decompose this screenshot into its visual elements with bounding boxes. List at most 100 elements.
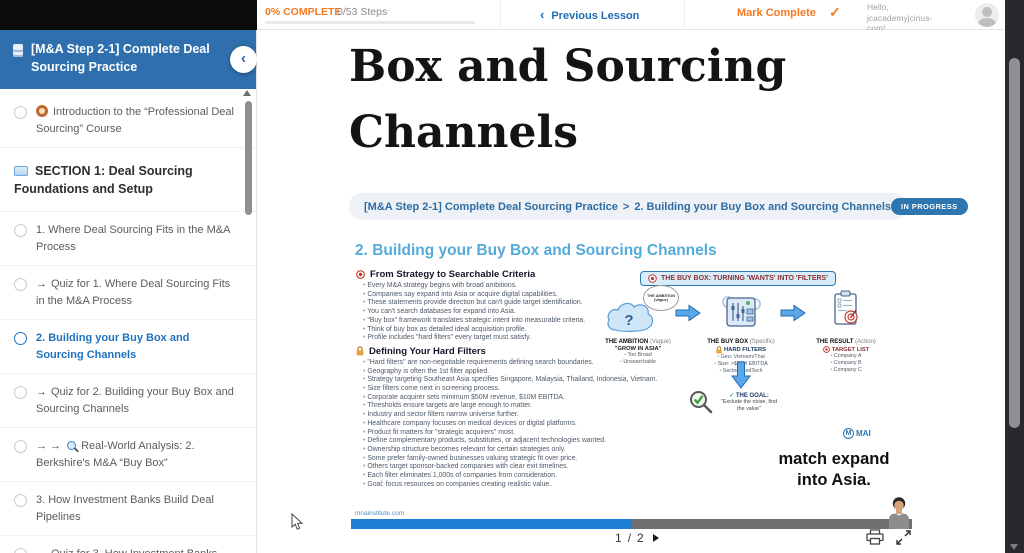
slide-bullet: Define complementary products, substitut… <box>363 437 692 446</box>
print-icon[interactable] <box>866 529 884 545</box>
lesson-label: 1. Where Deal Sourcing Fits in the M&A P… <box>36 224 230 253</box>
mai-logo-text: MAI <box>856 429 871 438</box>
slide-bullet: Ownership structure becomes relevant for… <box>363 446 692 455</box>
sidebar-collapse-button[interactable]: ‹ <box>230 46 257 73</box>
target-icon <box>822 346 830 353</box>
sidebar-item-lesson[interactable]: → →Real-World Analysis: 2. Berkshire's M… <box>0 428 256 483</box>
slide-bullet: Others target sponsor-backed companies w… <box>363 463 692 472</box>
course-progress-bar <box>265 21 475 24</box>
progress-circle-icon <box>14 548 27 553</box>
slide-bullet: Product fit matters for "strategic acqui… <box>363 429 692 438</box>
course-progress-percent: 0% COMPLETE <box>265 6 342 18</box>
arrow-right-icon <box>780 304 806 322</box>
lock-icon <box>356 346 364 356</box>
sidebar-item-lesson[interactable]: 1. Where Deal Sourcing Fits in the M&A P… <box>0 212 256 267</box>
sidebar-scrollbar-thumb[interactable] <box>245 101 252 215</box>
ambition-quote: "GROW IN ASIA" <box>614 346 662 352</box>
course-sidebar: [M&A Step 2-1] Complete Deal Sourcing Pr… <box>0 30 257 553</box>
sidebar-item-lesson[interactable]: →Quiz for 1. Where Deal Sourcing Fits in… <box>0 266 256 321</box>
user-greeting: Hello, jcacademyjcinus- com! <box>867 2 933 34</box>
avatar-body-icon <box>978 18 996 27</box>
next-page-icon[interactable] <box>652 534 659 542</box>
breadcrumb-lesson-link[interactable]: 2. Building your Buy Box and Sourcing Ch… <box>634 200 892 213</box>
slide-bullet: Industry and sector filters narrow unive… <box>363 411 692 420</box>
lesson-label: →Quiz for 2. Building your Buy Box and S… <box>36 386 234 415</box>
check-icon[interactable]: ✓ <box>829 4 841 20</box>
course-title: [M&A Step 2-1] Complete Deal Sourcing Pr… <box>31 42 210 74</box>
diagram-header-label: THE BUY BOX: TURNING 'WANTS' INTO 'FILTE… <box>661 275 828 282</box>
scroll-down-icon[interactable] <box>1010 544 1018 550</box>
arrow-down-icon <box>731 361 751 389</box>
topbar-divider <box>500 0 501 30</box>
filter-machine-icon <box>722 296 761 327</box>
presenter-webcam-overlay <box>889 497 909 529</box>
mai-logo-icon: M <box>843 428 854 439</box>
fullscreen-icon[interactable] <box>896 530 911 545</box>
avatar[interactable] <box>975 3 999 27</box>
video-progress-bar[interactable] <box>351 519 912 529</box>
lesson-label: 3. How Investment Banks Build Deal Pipel… <box>36 494 214 523</box>
lesson-label: →Quiz for 1. Where Deal Sourcing Fits in… <box>36 278 231 307</box>
lesson-label: →Quiz for 3. How Investment Banks Build … <box>36 546 234 553</box>
course-topbar: 0% COMPLETE 0/53 Steps ‹Previous Lesson … <box>257 0 1005 33</box>
breadcrumb-separator: > <box>622 200 630 213</box>
slide-bullet: Think of buy box as detailed ideal acqui… <box>363 326 692 335</box>
slide-section-heading: Defining Your Hard Filters <box>356 346 692 357</box>
video-chrome-corner <box>0 0 257 30</box>
breadcrumb-course-link[interactable]: [M&A Step 2-1] Complete Deal Sourcing Pr… <box>364 200 618 213</box>
sidebar-scroll-up-icon[interactable] <box>243 90 251 96</box>
progress-circle-icon <box>14 440 27 454</box>
lesson-content: Box and Sourcing Channels [M&A Step 2-1]… <box>257 30 1005 553</box>
mouse-cursor <box>291 513 304 530</box>
sidebar-item-lesson[interactable]: →Quiz for 3. How Investment Banks Build … <box>0 536 256 553</box>
diagram-stage-ambition: THE AMBITION (Vague) ? THE AMBITION (Vag… <box>595 285 681 366</box>
mai-logo: M MAI <box>843 428 871 439</box>
document-icon <box>13 44 23 57</box>
slide-bullet: "Hard filters" are non-negotiable requir… <box>363 359 692 368</box>
breadcrumb: [M&A Step 2-1] Complete Deal Sourcing Pr… <box>349 193 968 220</box>
mark-complete-button[interactable]: Mark Complete <box>737 7 816 19</box>
slide-title: 2. Building your Buy Box and Sourcing Ch… <box>355 242 717 259</box>
slide-bullet: Profile includes "hard filters" every ta… <box>363 334 692 343</box>
slide-bullet: Companies say expand into Asia or acquir… <box>363 291 692 300</box>
status-badge: IN PROGRESS <box>891 198 968 215</box>
arrow-right-icon: → → <box>36 440 62 453</box>
slide-bullet: You can't search databases for expand in… <box>363 308 692 317</box>
slide-bullet: Every M&A strategy begins with broad amb… <box>363 282 692 291</box>
slide-bullet: These statements provide direction but c… <box>363 299 692 308</box>
previous-lesson-button[interactable]: ‹Previous Lesson <box>540 7 639 22</box>
avatar-head-icon <box>982 7 992 17</box>
clipboard-target-icon <box>834 290 858 325</box>
arrow-right-icon <box>675 304 701 322</box>
cloud-icon: ? <box>607 302 654 332</box>
sidebar-section-header: SECTION 1: Deal Sourcing Foundations and… <box>0 148 256 213</box>
diagram-goal: THE GOAL: "Exclude the noise, find the v… <box>689 390 819 414</box>
lesson-label: → →Real-World Analysis: 2. Berkshire's M… <box>36 440 195 469</box>
slide-bullet: Some prefer family-owned businesses valu… <box>363 455 692 464</box>
progress-circle-icon <box>14 224 27 238</box>
slide-bullet: Healthcare company focuses on medical de… <box>363 420 692 429</box>
sidebar-item-current-lesson[interactable]: 2. Building your Buy Box and Sourcing Ch… <box>0 320 256 375</box>
sidebar-item-lesson[interactable]: Introduction to the “Professional Deal S… <box>0 94 256 148</box>
video-progress-fill <box>351 519 632 529</box>
subtitle-caption: match expand into Asia. <box>778 450 890 489</box>
page-current: 1 <box>615 531 622 545</box>
page-scrollbar-thumb[interactable] <box>1009 58 1020 428</box>
arrow-right-icon: → <box>36 548 47 553</box>
lesson-list: Introduction to the “Professional Deal S… <box>0 94 256 553</box>
previous-lesson-label: Previous Lesson <box>551 10 640 22</box>
progress-circle-icon <box>14 386 27 400</box>
slide-bullet-sections: From Strategy to Searchable CriteriaEver… <box>356 266 692 489</box>
slide-bullet: Goal: focus resources on companies creat… <box>363 481 692 490</box>
slide-section-heading: From Strategy to Searchable Criteria <box>356 269 692 280</box>
magnifier-icon <box>67 441 77 451</box>
page-scrollbar <box>1005 0 1024 553</box>
page-total: 2 <box>637 531 644 545</box>
slide-bullet: Size filters come next in screening proc… <box>363 385 692 394</box>
course-steps-count: 0/53 Steps <box>337 6 388 18</box>
sidebar-item-lesson[interactable]: 3. How Investment Banks Build Deal Pipel… <box>0 482 256 537</box>
progress-circle-icon <box>14 106 27 119</box>
slide-footer-link[interactable]: mnainstitute.com <box>355 510 405 517</box>
slide-bullet-list: "Hard filters" are non-negotiable requir… <box>356 359 692 490</box>
sidebar-item-lesson[interactable]: →Quiz for 2. Building your Buy Box and S… <box>0 374 256 429</box>
